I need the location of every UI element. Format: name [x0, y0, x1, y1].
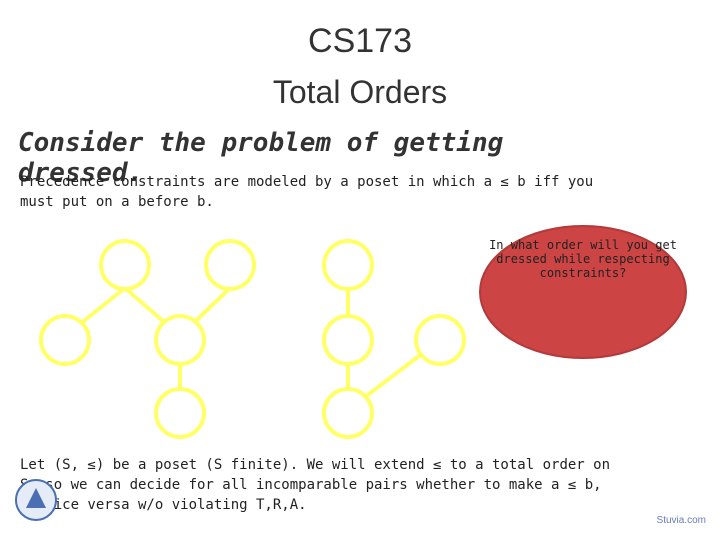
- poset-node: [414, 314, 466, 366]
- poset-node: [322, 387, 374, 439]
- paragraph-constraints: Precedence constraints are modeled by a …: [20, 174, 594, 210]
- slide-title: Total Orders: [272, 74, 448, 110]
- poset-node: [154, 314, 206, 366]
- subheading: Consider the problem of getting dressed.: [18, 128, 504, 188]
- course-title: CS173: [308, 22, 412, 60]
- poset-node: [99, 239, 151, 291]
- poset-node: [322, 239, 374, 291]
- poset-node: [39, 314, 91, 366]
- callout-text: In what order will you get dressed while…: [489, 238, 677, 280]
- poset-node: [322, 314, 374, 366]
- poset-node: [204, 239, 256, 291]
- callout-ellipse: [479, 225, 687, 359]
- footer-text[interactable]: Stuvia.com: [656, 515, 706, 526]
- logo-icon: [14, 478, 58, 526]
- paragraph-extension: Let (S, ≤) be a poset (S finite). We wil…: [20, 457, 611, 513]
- poset-node: [154, 387, 206, 439]
